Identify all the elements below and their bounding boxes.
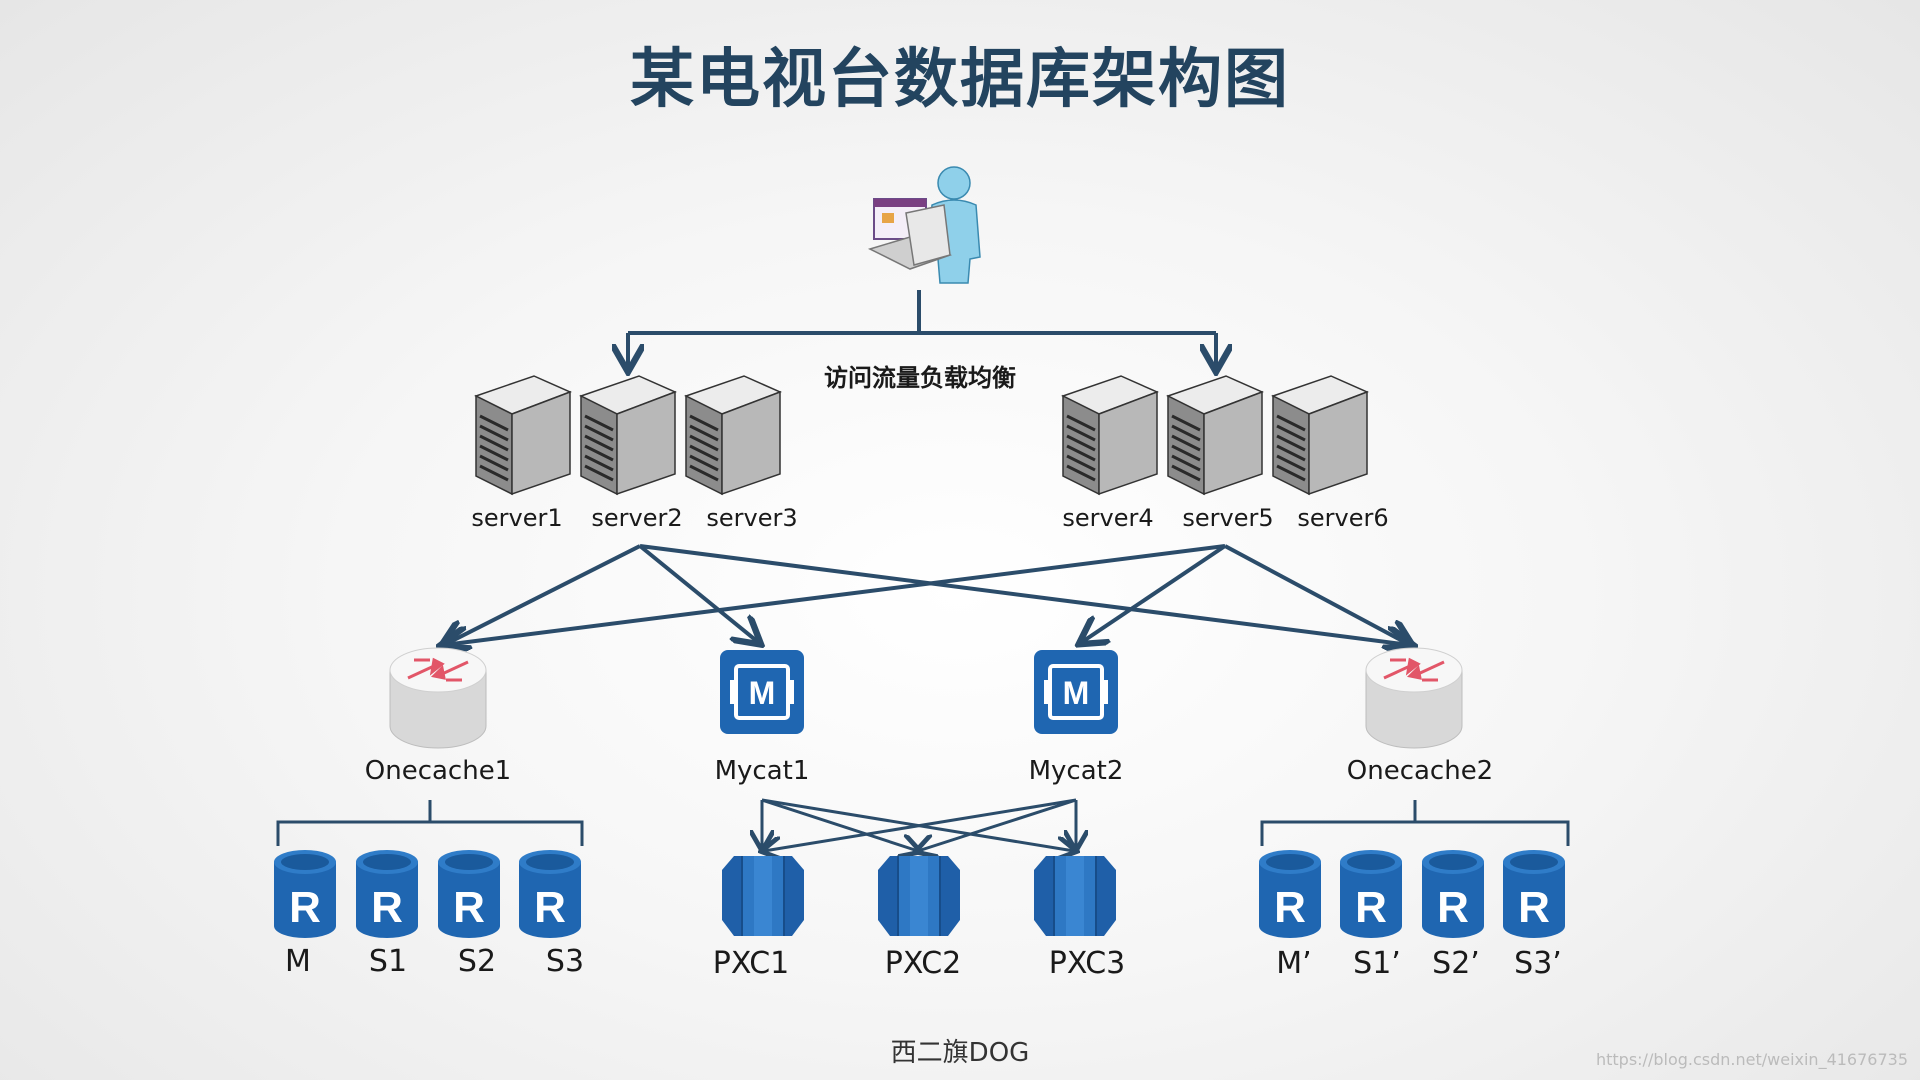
- server-label: server3: [706, 504, 798, 532]
- pxc-db-icon: [1033, 855, 1117, 937]
- redis-label: M: [285, 944, 311, 979]
- server-label: server4: [1062, 504, 1154, 532]
- redis-group-left: R R R R: [274, 850, 581, 938]
- redis-icon-letter: R: [453, 883, 485, 932]
- server-label: server1: [471, 504, 563, 532]
- server-to-middleware-arrows: [444, 544, 1410, 645]
- server-icon: [1166, 374, 1264, 496]
- user-at-laptop-icon: [867, 166, 981, 284]
- pxc-db-icon: [721, 855, 805, 937]
- redis-icon-letter: R: [534, 883, 566, 932]
- redis-group-right: R R R R: [1259, 850, 1565, 938]
- redis-label: M’: [1276, 946, 1312, 981]
- redis-icon-letter: R: [1355, 883, 1387, 932]
- redis-icon-letter: R: [1437, 883, 1469, 932]
- server-label: server2: [591, 504, 683, 532]
- redis-icon-letter: R: [1518, 883, 1550, 932]
- mycat1-icon-letter: M: [749, 675, 776, 711]
- redis-label: S3: [545, 944, 585, 979]
- server-icon: [684, 374, 782, 496]
- server-label: server6: [1297, 504, 1389, 532]
- pxc-db-icon: [877, 855, 961, 937]
- pxc-label: PXC2: [884, 946, 962, 981]
- bracket-right: [1260, 800, 1570, 846]
- redis-label: S3’: [1514, 946, 1562, 981]
- load-balance-label: 访问流量负载均衡: [824, 364, 1016, 392]
- mycat1-label: Mycat1: [714, 756, 810, 786]
- mycat2-icon-letter: M: [1063, 675, 1090, 711]
- server-icon: [474, 374, 572, 496]
- server-icon: [1061, 374, 1159, 496]
- server-icon: [1271, 374, 1369, 496]
- redis-icon-letter: R: [289, 883, 321, 932]
- pxc-label: PXC3: [1048, 946, 1126, 981]
- server-icon: [579, 374, 677, 496]
- redis-icon-letter: R: [371, 883, 403, 932]
- redis-label: S2’: [1432, 946, 1480, 981]
- redis-icon-letter: R: [1274, 883, 1306, 932]
- mycat-to-pxc-arrows: [762, 798, 1076, 851]
- onecache1-label: Onecache1: [364, 756, 512, 786]
- redis-label: S1: [368, 944, 408, 979]
- watermark: https://blog.csdn.net/weixin_41676735: [1595, 1050, 1908, 1069]
- server-group-right: [1061, 374, 1369, 496]
- pxc-group: [721, 855, 1117, 937]
- redis-label: S2: [457, 944, 497, 979]
- mycat2-label: Mycat2: [1028, 756, 1124, 786]
- footer-caption: 西二旗DOG: [890, 1038, 1030, 1068]
- redis-label: S1’: [1353, 946, 1401, 981]
- bracket-left: [276, 800, 584, 846]
- onecache2-router-icon: [1364, 646, 1464, 750]
- pxc-label: PXC1: [712, 946, 790, 981]
- server-group-left: [474, 374, 782, 496]
- onecache1-router-icon: [388, 646, 488, 750]
- load-balance-connectors: [628, 290, 1216, 368]
- server-label: server5: [1182, 504, 1274, 532]
- page-title: 某电视台数据库架构图: [630, 43, 1290, 117]
- onecache2-label: Onecache2: [1346, 756, 1494, 786]
